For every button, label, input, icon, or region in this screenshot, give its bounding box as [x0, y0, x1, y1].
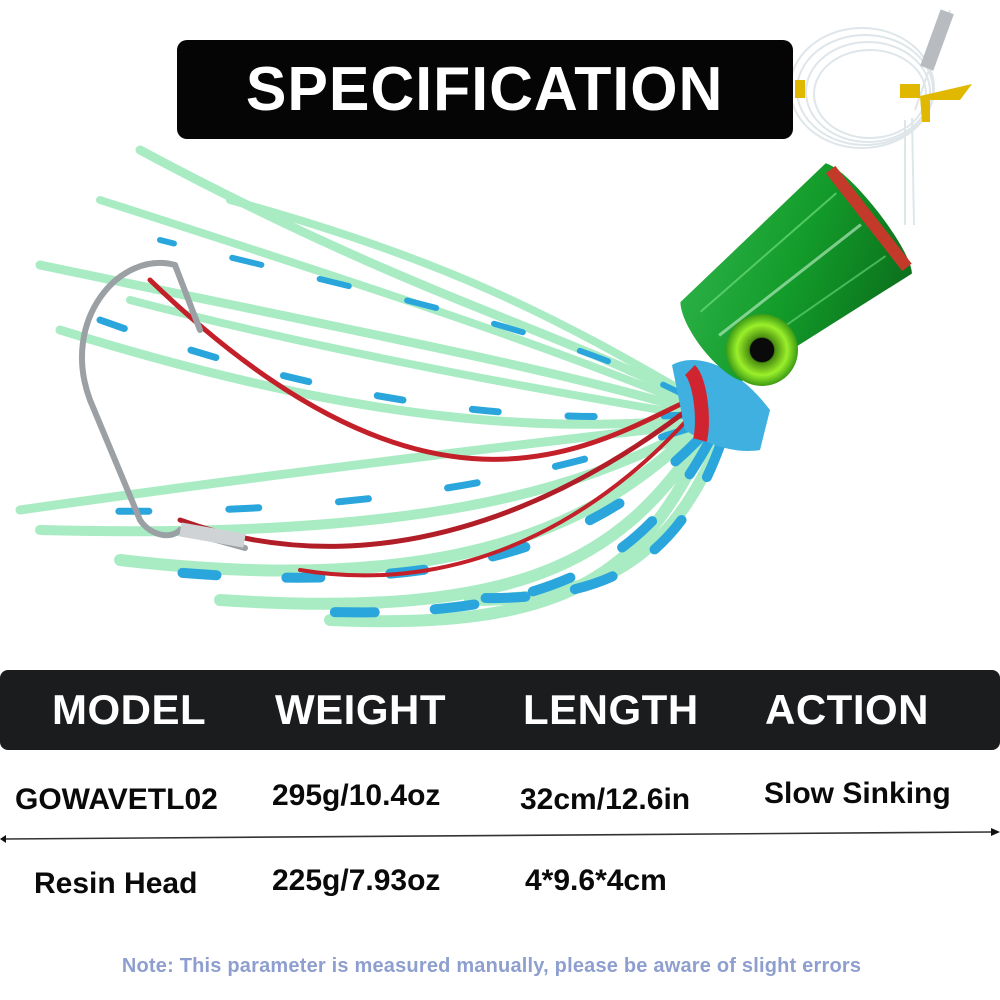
gold-tie-right: [900, 84, 920, 98]
lure-product-image: [15, 9, 972, 628]
title-bar: SPECIFICATION: [177, 40, 793, 139]
cell-model: GOWAVETL02: [15, 783, 218, 816]
measurement-note: Note: This parameter is measured manuall…: [121, 955, 862, 977]
cell-part-size: 4*9.6*4cm: [525, 864, 667, 897]
cell-part-weight: 225g/7.93oz: [272, 864, 441, 897]
row-divider-arrow: [0, 828, 1000, 843]
hook: [78, 260, 248, 551]
lure-eye: [726, 314, 798, 386]
skirt-tentacles: [15, 145, 727, 628]
gold-tag: [920, 84, 972, 122]
header-model: MODEL: [52, 686, 207, 733]
header-action: ACTION: [765, 686, 929, 733]
gold-tie-left: [795, 80, 805, 98]
header-weight: WEIGHT: [275, 686, 446, 733]
crimp-sleeve-top: [920, 9, 954, 71]
cell-part: Resin Head: [34, 867, 198, 900]
cell-weight: 295g/10.4oz: [272, 779, 441, 812]
hook-crimp: [179, 522, 246, 548]
page-title: SPECIFICATION: [246, 55, 724, 124]
cell-action: Slow Sinking: [764, 777, 951, 810]
spec-table-header: MODEL WEIGHT LENGTH ACTION: [0, 670, 1000, 750]
header-length: LENGTH: [523, 686, 699, 733]
cell-length: 32cm/12.6in: [520, 783, 691, 816]
